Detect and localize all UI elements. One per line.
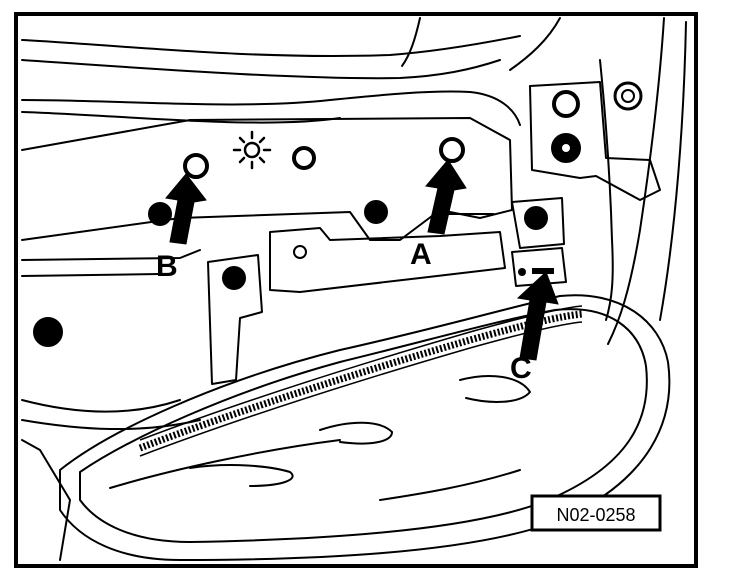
- central-bracket: [269, 227, 506, 293]
- figure-code-box: [530, 494, 662, 532]
- washer-right-inner: [621, 89, 635, 103]
- lamp-housing-inner: [319, 421, 393, 445]
- lower-left-body: [21, 439, 71, 561]
- arrow-b: [165, 173, 207, 245]
- hole-a: [439, 137, 465, 163]
- pointer-arrows: [165, 159, 559, 361]
- lower-left-body: [21, 419, 201, 431]
- arrow-a: [425, 159, 467, 235]
- right-upper-bracket: [529, 81, 661, 201]
- lamp-housing: [79, 308, 648, 543]
- hole-b: [183, 153, 209, 179]
- upper-body-contour: [21, 35, 521, 58]
- label-b: B: [156, 250, 178, 283]
- sun-symbol-icon: [232, 130, 272, 170]
- right-fender-edge: [599, 59, 614, 321]
- hole-center: [292, 146, 316, 170]
- arrow-c: [516, 271, 559, 361]
- bolt-center: [364, 200, 388, 224]
- assembly-drawing: [21, 17, 687, 561]
- bolt-left-bracket: [222, 266, 246, 290]
- lamp-housing-inner: [459, 375, 531, 403]
- adjuster-clip: [511, 247, 567, 287]
- left-bracket: [207, 254, 263, 385]
- figure-code: N02-0258: [556, 505, 635, 525]
- lower-left-body: [21, 399, 181, 413]
- figure-frame: [14, 12, 698, 568]
- clip-markings: [518, 268, 554, 276]
- lamp-housing-inner: [379, 469, 521, 501]
- fasteners: [33, 81, 643, 347]
- gasket-strip: [138, 305, 583, 457]
- bracket-hole: [293, 245, 307, 259]
- upper-body-contour: [401, 17, 421, 67]
- lamp-housing-inner: [189, 464, 294, 487]
- bolt-left: [148, 202, 172, 226]
- bolt-lower-left: [33, 317, 63, 347]
- lamp-housing: [59, 294, 671, 561]
- mounting-plate: [21, 273, 161, 277]
- upper-body-contour: [21, 90, 521, 126]
- adjuster-clip: [511, 197, 565, 249]
- bolt-right-lower-center: [560, 142, 572, 154]
- bolt-right-upper: [552, 90, 580, 118]
- label-a: A: [410, 238, 432, 271]
- bolt-clip: [524, 206, 548, 230]
- upper-body-contour: [509, 17, 561, 71]
- upper-body-contour: [21, 59, 501, 80]
- right-fender-edge: [607, 17, 665, 345]
- mounting-plate: [21, 249, 201, 261]
- right-fender-edge: [659, 21, 687, 321]
- lamp-housing-inner: [109, 439, 341, 489]
- label-c: C: [510, 352, 532, 385]
